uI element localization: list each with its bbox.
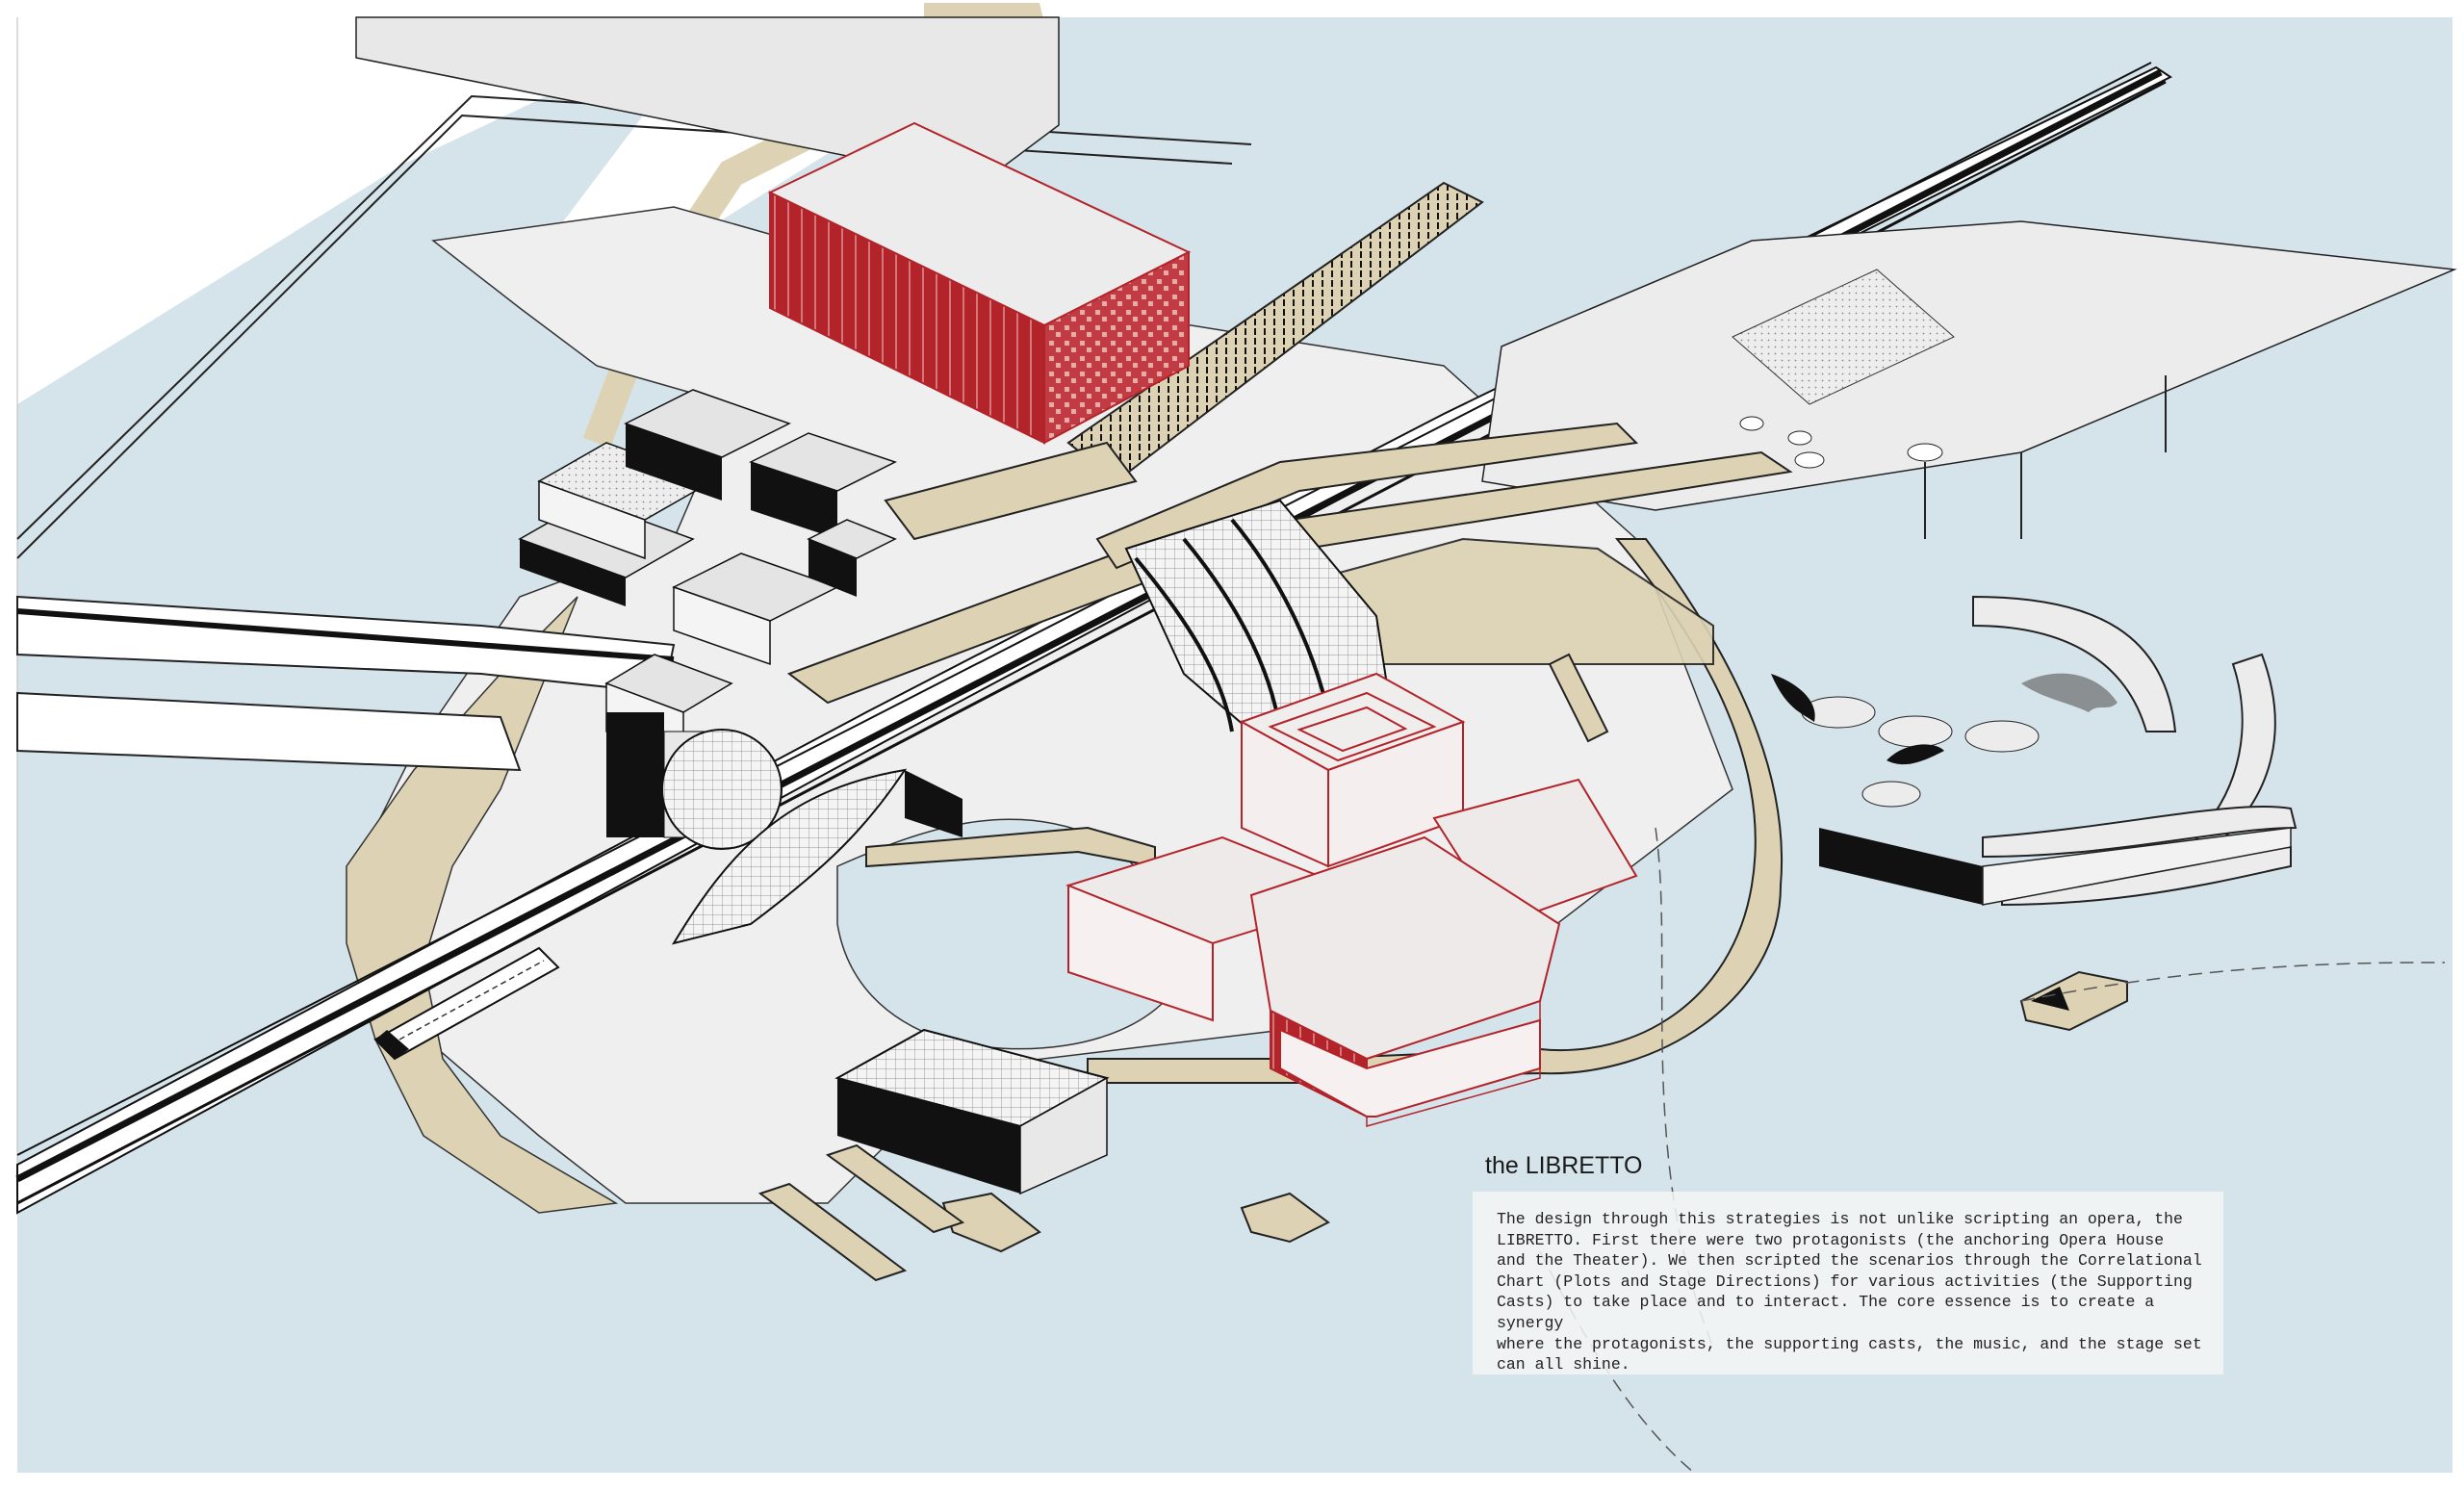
sail-roof-theater (671, 768, 962, 945)
ferry-boat-east (2019, 970, 2128, 1032)
marine-lagoon (1801, 595, 2297, 907)
west-building-cluster (518, 389, 897, 762)
dome-pavilion (606, 712, 783, 850)
opera-house-complex (1065, 672, 1638, 1127)
elevated-highway-west (16, 595, 676, 772)
circulation-dashes (1539, 827, 2446, 1474)
caption-panel (1473, 1192, 2223, 1374)
northeast-pier (1481, 220, 2457, 539)
ferry-boat-west (941, 1192, 1041, 1253)
promenade-decks (786, 181, 1793, 1084)
boardwalk-piers (757, 653, 1609, 1282)
whale-figures (1771, 673, 2118, 765)
ferry-boat-south (1240, 1192, 1330, 1244)
central-canopy (1124, 499, 1398, 743)
red-tower-block (767, 121, 1192, 445)
caption-body-text: The design through this strategies is no… (1497, 1210, 2202, 1374)
south-theater (834, 1028, 1110, 1195)
diagram-title: the LIBRETTO (1485, 1152, 1643, 1179)
train-southwest (373, 946, 560, 1061)
